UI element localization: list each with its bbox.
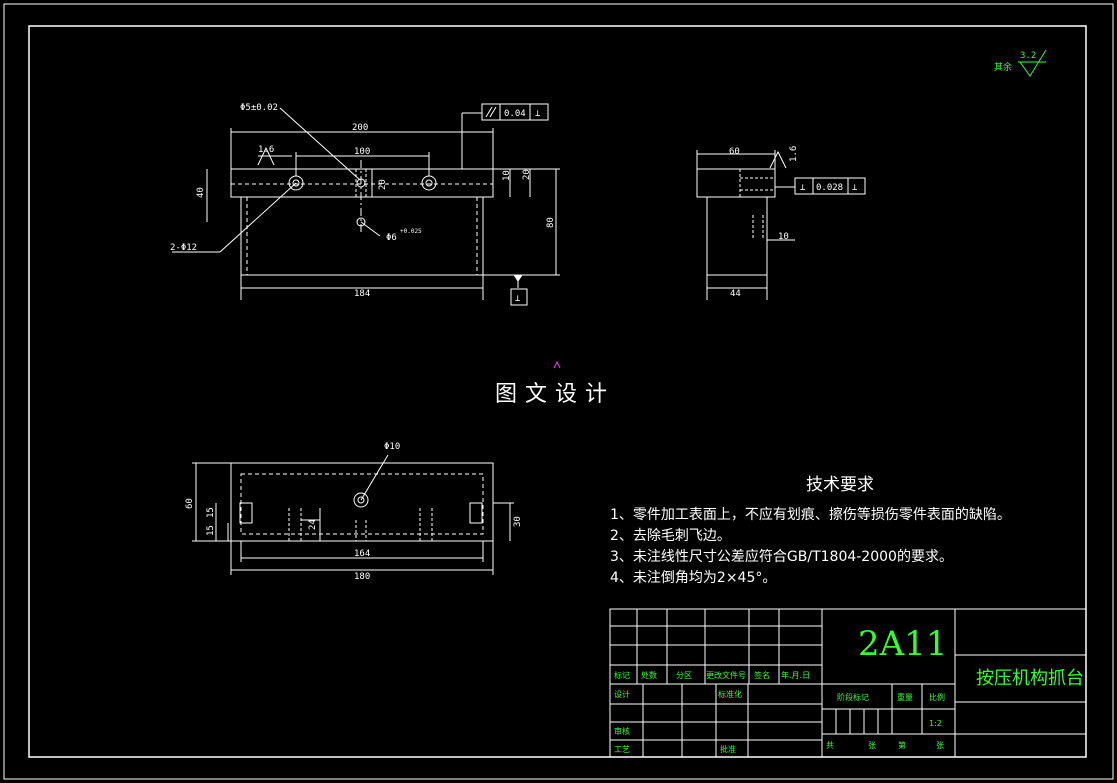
dim-hole-6: Φ6: [386, 233, 397, 243]
side-dim-44: 44: [730, 289, 741, 299]
side-perp-symbol: ⊥: [800, 183, 806, 193]
tb-date: 年.月.日: [781, 670, 810, 680]
dim-hole-6-tol: +0.025: [400, 228, 422, 235]
note-item-3: 3、未注线性尺寸公差应符合GB/T1804-2000的要求。: [610, 549, 953, 565]
note-item-1: 1、零件加工表面上，不应有划痕、擦伤等损伤零件表面的缺陷。: [610, 507, 1011, 523]
tb-sign: 签名: [754, 670, 770, 680]
tb-sheet: 张: [936, 741, 944, 750]
side-perp-datum: ⊥: [852, 183, 858, 193]
side-dim-60: 60: [729, 147, 740, 157]
dim-10: 10: [502, 170, 512, 181]
tb-process: 工艺: [614, 745, 630, 754]
side-dim-10: 10: [778, 232, 789, 242]
bottom-dim-30: 30: [513, 516, 523, 527]
datum-box-front: [510, 288, 528, 306]
notes-title: 技术要求: [806, 475, 874, 495]
dim-20b: 20: [522, 169, 532, 180]
tb-review: 审核: [614, 726, 630, 736]
bottom-dim-15a: 15: [206, 507, 216, 518]
part-name: 按压机构抓台: [976, 668, 1084, 689]
bottom-dim-180: 180: [354, 572, 370, 582]
tb-no: 第: [898, 740, 906, 750]
watermark-text: 图文设计: [495, 382, 616, 407]
roughness-note: 其余: [994, 63, 1013, 73]
tb-sheets: 张: [868, 741, 876, 750]
dim-2-holes: 2-Φ12: [170, 243, 197, 253]
note-item-4: 4、未注倒角均为2×45°。: [610, 570, 777, 586]
perpendicularity-frame: [794, 177, 866, 195]
side-dim-1-6: 1.6: [789, 146, 799, 162]
side-view: [696, 150, 795, 300]
tb-design: 设计: [614, 689, 630, 699]
dim-184: 184: [354, 289, 370, 299]
dim-200: 200: [352, 123, 368, 133]
tb-standardize: 标准化: [718, 689, 742, 699]
tb-zone: 分区: [676, 671, 692, 680]
tol-parallel-datum: ⊥: [535, 109, 541, 119]
technical-requirements: 技术要求 1、零件加工表面上，不应有划痕、擦伤等损伤零件表面的缺陷。 2、去除毛…: [610, 470, 1011, 589]
datum-front-label: ⊥: [515, 294, 521, 304]
tb-total: 共: [826, 741, 834, 750]
dim-100: 100: [354, 147, 370, 157]
bottom-view: [192, 454, 514, 575]
outer-border: [3, 3, 1114, 780]
tb-scale-value: 1:2: [929, 719, 942, 728]
tb-approve: 批准: [720, 744, 736, 754]
tb-scale: 比例: [929, 692, 945, 702]
dim-hole-5: Φ5±0.02: [240, 103, 278, 113]
material-code: 2A11: [858, 624, 948, 664]
title-block: [609, 608, 1087, 758]
tb-weight: 重量: [897, 692, 913, 702]
cursor-icon: [553, 360, 561, 369]
front-view: [172, 107, 560, 300]
bottom-dim-60: 60: [185, 498, 195, 509]
roughness-symbol: [1018, 49, 1047, 77]
bottom-dim-15b: 15: [206, 525, 216, 536]
tb-stage-mark: 阶段标记: [837, 692, 869, 702]
dim-40: 40: [196, 187, 206, 198]
bottom-dim-164: 164: [354, 549, 370, 559]
tol-parallel: 0.04: [504, 109, 526, 119]
tb-count: 处数: [641, 670, 657, 680]
bottom-dim-hole-10: Φ10: [384, 442, 400, 452]
parallelism-frame: [481, 103, 549, 121]
roughness-value: 3.2: [1020, 51, 1036, 61]
note-item-2: 2、去除毛刺飞边。: [610, 528, 731, 544]
side-tol-0028: 0.028: [816, 183, 843, 193]
dim-80: 80: [546, 217, 556, 228]
bottom-dim-24: 24: [308, 519, 318, 530]
dim-1-6: 1.6: [258, 145, 274, 155]
tb-mark: 标记: [614, 670, 630, 680]
dim-20a: 20: [378, 179, 388, 190]
inner-border: [28, 25, 1087, 758]
tb-change-doc: 更改文件号: [706, 670, 746, 680]
